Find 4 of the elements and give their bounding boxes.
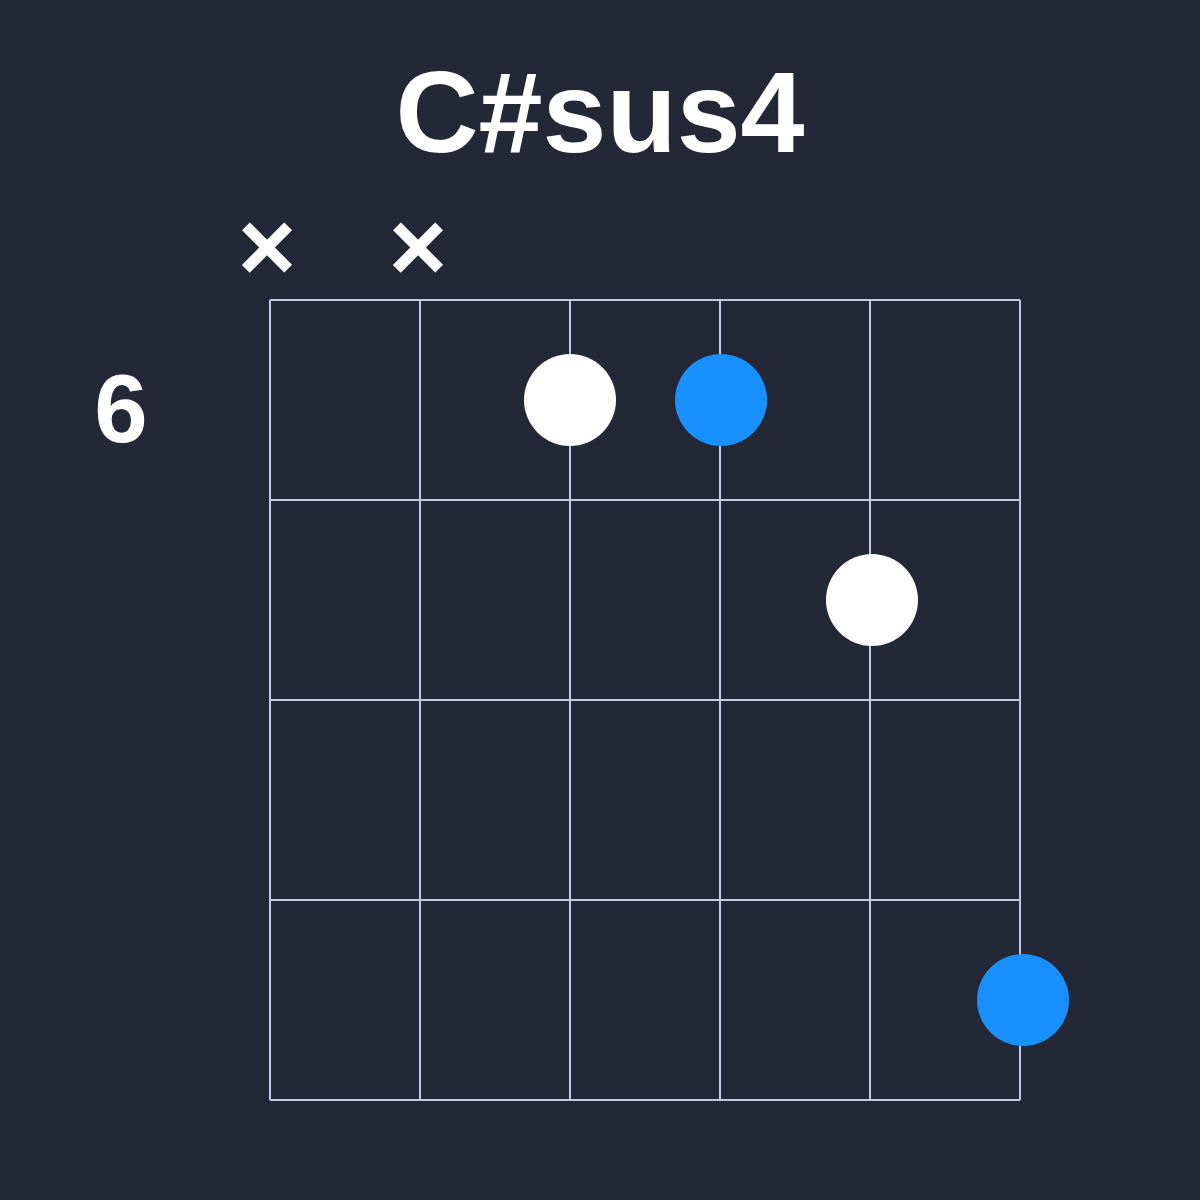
muted-string-mark: ×: [388, 196, 448, 296]
muted-string-mark: ×: [237, 196, 297, 296]
chord-title: C#sus4: [395, 55, 805, 170]
fret-number: 6: [94, 361, 148, 457]
